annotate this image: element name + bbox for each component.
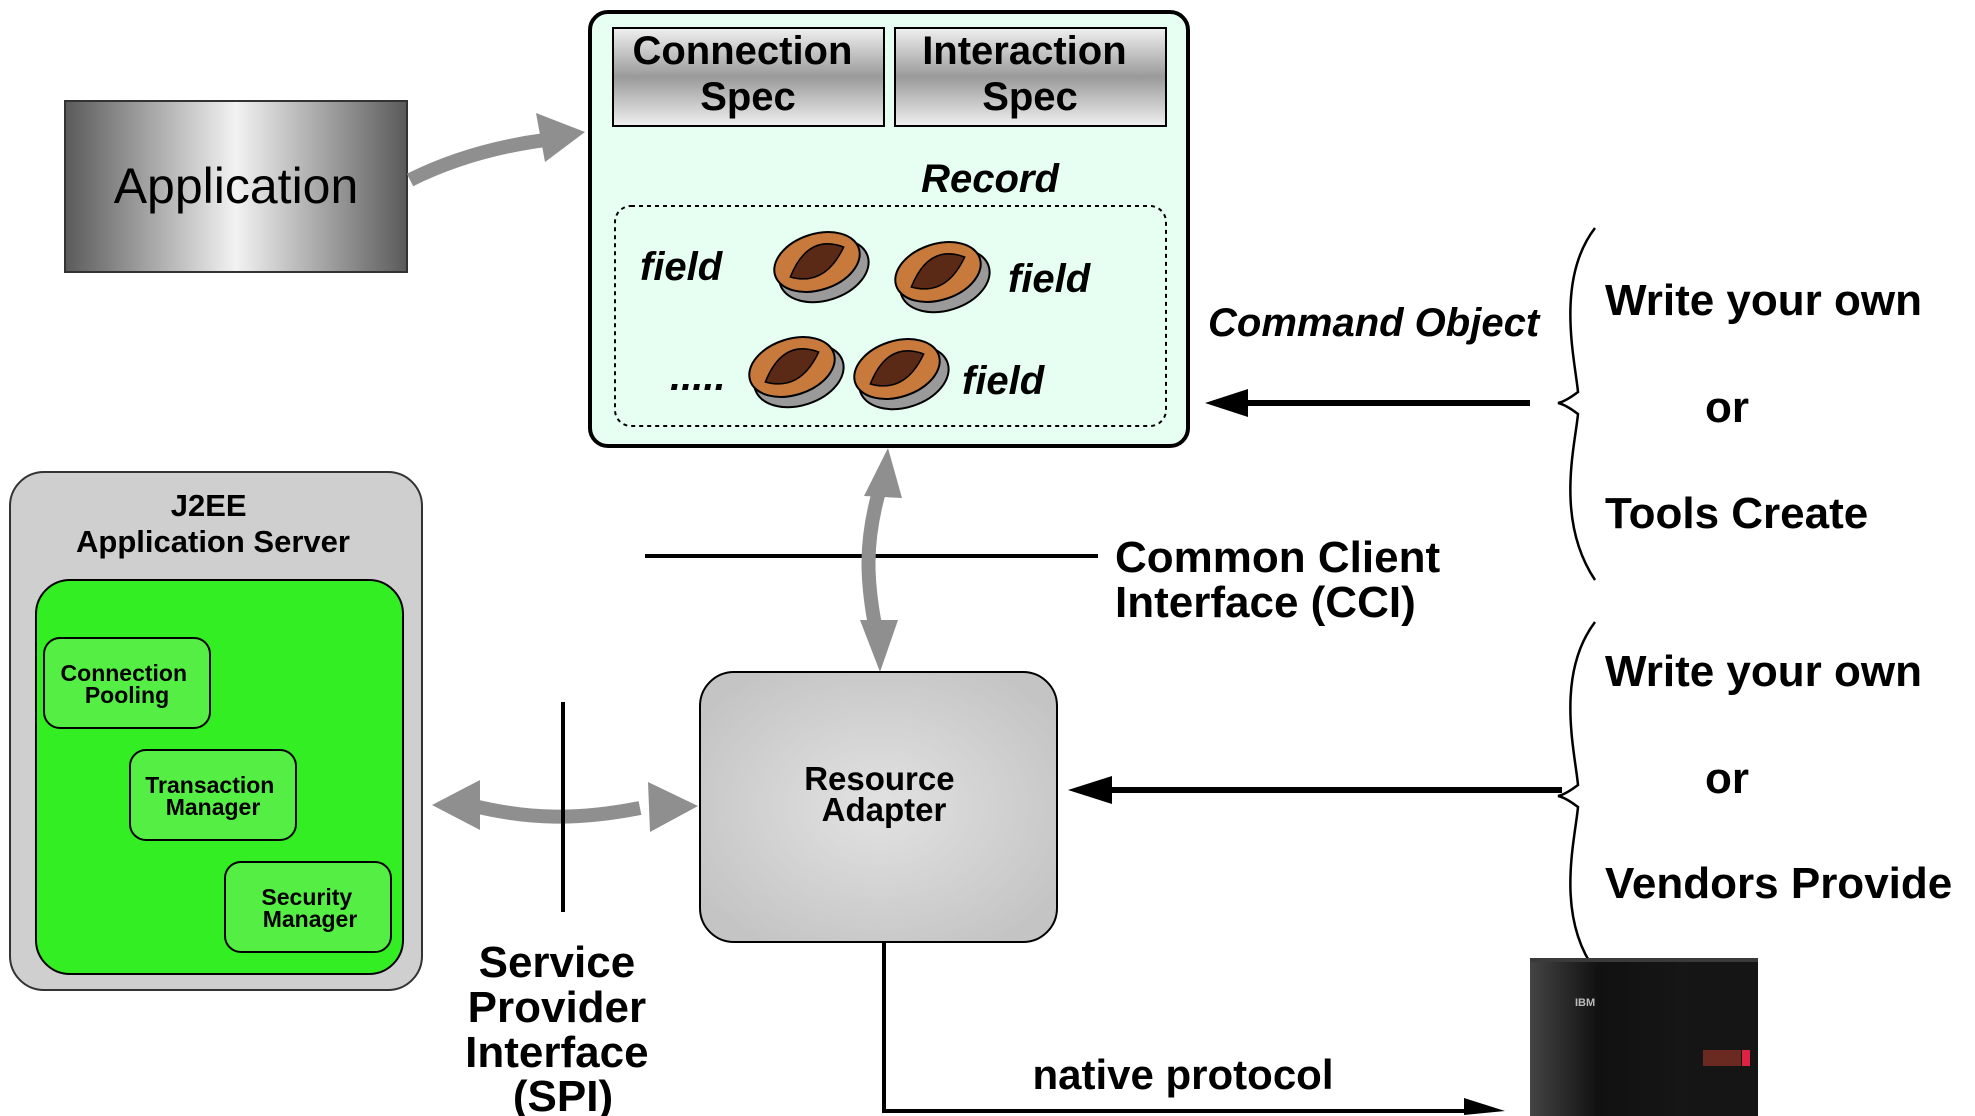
spi-double-arrow xyxy=(432,780,698,832)
top-options-brace xyxy=(1557,227,1597,581)
options-to-adapter-arrow xyxy=(1068,776,1562,804)
native-protocol-connector xyxy=(882,942,1505,1115)
application-box[interactable]: Application xyxy=(64,100,408,273)
command-object-box[interactable]: Connection Spec Interaction Spec Record … xyxy=(588,10,1190,448)
server-title-line2: Application Server xyxy=(76,524,350,559)
interaction-spec-line1: Interaction xyxy=(922,29,1126,73)
resource-adapter-line1: Resource xyxy=(804,760,954,797)
field-bean-icon xyxy=(773,231,870,304)
transaction-manager-line1: Transaction xyxy=(145,772,274,798)
bottom-option-write-own: Write your own xyxy=(1605,647,1922,696)
svg-text:Transaction Manager: Transaction Manager xyxy=(145,772,281,820)
field-label-2: field xyxy=(1008,257,1092,301)
field-bean-icon xyxy=(853,338,950,411)
security-manager-line2: Manager xyxy=(263,906,358,932)
interaction-spec[interactable]: Interaction Spec xyxy=(894,27,1167,127)
j2ee-server-box[interactable]: J2EE Application Server Connection Pooli… xyxy=(9,471,423,991)
spi-label-line4: (SPI) xyxy=(513,1072,613,1116)
top-option-write-own: Write your own xyxy=(1605,276,1922,325)
cci-double-arrow xyxy=(860,448,902,672)
record-label: Record xyxy=(921,157,1060,201)
connection-pooling-line2: Pooling xyxy=(85,682,169,708)
record-box[interactable] xyxy=(614,205,1167,427)
command-object-label: Command Object xyxy=(1208,301,1541,345)
connection-pooling-line1: Connection xyxy=(61,660,188,686)
top-option-or: or xyxy=(1705,383,1749,432)
mainframe-server-image: IBM xyxy=(1530,958,1758,1116)
field-label-1: field xyxy=(640,245,724,289)
svg-text:Security Manager: Security Manager xyxy=(261,884,358,932)
transaction-manager-box[interactable]: Transaction Manager xyxy=(129,749,297,841)
server-title: J2EE Application Server xyxy=(76,488,350,559)
field-label-3: field xyxy=(962,359,1046,403)
connection-spec[interactable]: Connection Spec xyxy=(612,27,885,127)
connection-pooling-box[interactable]: Connection Pooling xyxy=(43,637,211,729)
security-manager-box[interactable]: Security Manager xyxy=(224,861,392,953)
field-bean-icon xyxy=(748,336,845,409)
spi-label-line1: Service xyxy=(479,938,636,987)
svg-text:Interaction Spec: Interaction Spec xyxy=(922,29,1138,119)
resource-adapter-box[interactable]: Resource Adapter xyxy=(699,671,1058,943)
mainframe-logo: IBM xyxy=(1575,997,1595,1009)
native-protocol-label: native protocol xyxy=(1032,1051,1333,1098)
options-to-command-arrow xyxy=(1205,389,1530,417)
svg-text:Connection Pooling: Connection Pooling xyxy=(61,660,194,708)
security-manager-line1: Security xyxy=(261,884,352,910)
bottom-option-or: or xyxy=(1705,754,1749,803)
resource-adapter-line2: Adapter xyxy=(822,791,947,828)
svg-text:Connection Spec: Connection Spec xyxy=(632,29,863,119)
spi-label-line3: Interface xyxy=(465,1028,648,1077)
transaction-manager-line2: Manager xyxy=(166,794,261,820)
field-bean-icon xyxy=(894,241,991,314)
spi-label: Service Provider Interface (SPI) xyxy=(465,938,661,1116)
application-to-command-arrow xyxy=(406,113,585,187)
application-label: Application xyxy=(114,158,359,214)
cci-label-line2: Interface (CCI) xyxy=(1115,578,1416,627)
server-title-line1: J2EE xyxy=(171,488,247,523)
bottom-options-brace xyxy=(1557,621,1597,971)
interaction-spec-line2: Spec xyxy=(982,75,1078,119)
record-ellipsis: ..... xyxy=(670,355,726,399)
svg-text:Resource Adapter: Resource Adapter xyxy=(804,760,964,828)
cci-label-line1: Common Client xyxy=(1115,533,1440,582)
spi-label-line2: Provider xyxy=(468,983,647,1032)
connection-spec-line2: Spec xyxy=(700,75,796,119)
bottom-option-vendors-provide: Vendors Provide xyxy=(1605,859,1952,908)
cci-label: Common Client Interface (CCI) xyxy=(1115,533,1452,627)
connection-spec-line1: Connection xyxy=(632,29,852,73)
top-option-tools-create: Tools Create xyxy=(1605,489,1868,538)
field-icons xyxy=(748,231,991,411)
